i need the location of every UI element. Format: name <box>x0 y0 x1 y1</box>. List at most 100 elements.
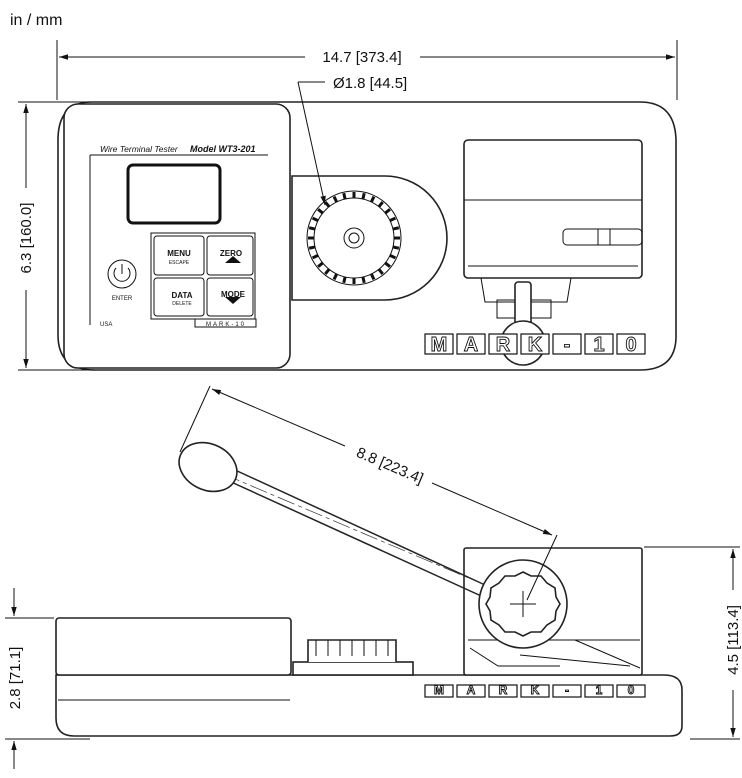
knob-tooth <box>384 208 391 215</box>
knob-tooth <box>392 245 400 250</box>
brand-letter: R <box>499 683 508 697</box>
panel-title-right: Model WT3-201 <box>190 144 256 154</box>
knob-tooth <box>308 245 316 250</box>
zero-key-label: ZERO <box>220 249 242 258</box>
knob-tooth <box>389 254 397 260</box>
brand-letter-box <box>456 333 486 355</box>
lcd-display <box>126 163 222 225</box>
knob-tooth <box>384 261 391 268</box>
knob-tooth <box>317 208 324 215</box>
brand-letter: 0 <box>628 683 635 697</box>
knob-tooth <box>370 273 376 281</box>
knob-tooth <box>324 201 331 208</box>
brand-letter: M <box>434 683 444 697</box>
brand-letter-box <box>488 333 518 355</box>
menu-key-label: MENU <box>167 249 191 258</box>
top-view: Wire Terminal Tester Model WT3-201 MENU … <box>57 101 677 371</box>
brand-letter: 0 <box>625 334 636 356</box>
side-view: M A R K - 1 0 <box>55 433 683 737</box>
grip-block <box>463 139 643 279</box>
knob-hub <box>343 227 365 249</box>
knob-tooth <box>311 216 319 222</box>
usa-label: USA <box>100 322 112 328</box>
knob-outer[interactable] <box>306 190 402 286</box>
brand-letter-box <box>552 684 582 698</box>
knob-side-teeth <box>315 640 389 656</box>
brand-letter-box <box>488 684 518 698</box>
data-key[interactable] <box>153 277 205 317</box>
brand-letter-box <box>424 684 454 698</box>
lever-arm-top-edge <box>234 469 497 591</box>
knob-tooth <box>332 273 338 281</box>
brand-letter-box <box>424 333 454 355</box>
escape-label: ESCAPE <box>169 260 190 266</box>
lever-arm-bottom-edge <box>228 480 491 601</box>
brand-letter: - <box>565 683 569 697</box>
brand-letter: A <box>464 334 478 356</box>
panel-side <box>55 617 292 676</box>
knob-tooth <box>332 195 338 203</box>
mode-key-label: MODE <box>221 290 246 299</box>
brand-letter-box <box>520 333 550 355</box>
knob-tooth <box>317 261 324 268</box>
brand-letter: 1 <box>596 683 603 697</box>
power-icon <box>113 267 131 282</box>
knob-diameter-dimension: Ø1.8 [44.5] <box>333 75 407 92</box>
brand-letter: R <box>496 334 511 356</box>
brand-letter-box <box>616 333 646 355</box>
knob-tooth <box>370 195 376 203</box>
knob-tooth <box>389 216 397 222</box>
base-height-dimension: 2.8 [71.1] <box>7 647 24 710</box>
knob-screw <box>348 232 360 244</box>
mode-key[interactable] <box>206 277 254 317</box>
brand-plate-side: M A R K - 1 0 <box>424 683 646 698</box>
knob-tooth <box>324 268 331 275</box>
knob-tooth <box>377 201 384 208</box>
brand-letter: A <box>467 683 476 697</box>
brand-letter-box <box>584 684 614 698</box>
knob-teeth <box>308 192 400 284</box>
panel-title-left: Wire Terminal Tester <box>100 144 179 154</box>
knob-tooth <box>308 226 316 231</box>
brand-letter: 1 <box>593 334 604 356</box>
knob-tooth <box>342 192 347 200</box>
zero-key[interactable] <box>206 235 254 276</box>
units-label: in / mm <box>10 12 63 29</box>
grip-side-detail <box>469 639 641 669</box>
brand-letter: - <box>564 334 571 356</box>
brand-letter-box <box>456 684 486 698</box>
menu-key[interactable] <box>153 235 205 276</box>
brand-letter-box <box>616 684 646 698</box>
grip-slot <box>562 228 643 246</box>
width-dimension: 14.7 [373.4] <box>322 49 401 66</box>
knob-tooth <box>377 268 384 275</box>
knob-tooth <box>342 276 347 284</box>
panel-brand-text: MARK-10 <box>206 322 246 328</box>
knob-tooth <box>361 276 366 284</box>
brand-letter: M <box>431 334 448 356</box>
knob-tooth <box>311 254 319 260</box>
delete-label: DELETE <box>172 301 192 307</box>
total-height-dimension: 4.5 [113.4] <box>725 605 742 675</box>
depth-dimension: 6.3 [160.0] <box>18 203 35 274</box>
base-side-outline <box>55 674 683 737</box>
lever-ball-side[interactable] <box>171 433 245 500</box>
brand-letter-box <box>552 333 582 355</box>
brand-letter-box <box>520 684 550 698</box>
zero-up-arrow-icon <box>225 256 241 263</box>
enter-button[interactable] <box>107 259 137 289</box>
lever-length-dimension: 8.8 [223.4] <box>354 444 426 487</box>
brand-letter: K <box>531 683 540 697</box>
enter-label: ENTER <box>112 296 133 302</box>
brand-letter: K <box>528 334 543 356</box>
lever-centerline <box>194 461 531 605</box>
knob-housing-side <box>292 661 414 676</box>
panel-brand-plate <box>194 318 257 328</box>
knob-tooth <box>361 192 366 200</box>
brand-letter-box <box>584 333 614 355</box>
knob-housing <box>291 175 448 301</box>
lever-shaft-top <box>514 281 532 327</box>
mode-down-arrow-icon <box>225 297 241 304</box>
